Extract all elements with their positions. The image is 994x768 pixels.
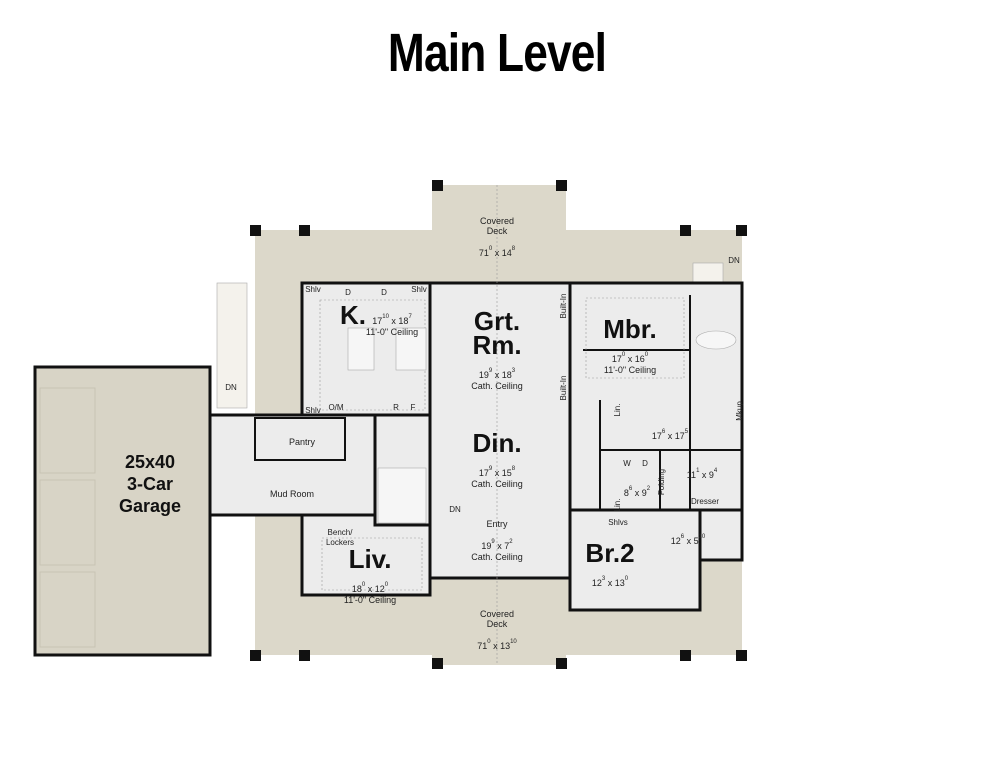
page-title: Main Level xyxy=(387,23,607,83)
garage-label-1: 25x40 xyxy=(125,452,175,472)
ceiling-note: Cath. Ceiling xyxy=(471,552,523,562)
room-dimensions: 180 x 120 xyxy=(352,582,389,594)
ceiling-note: Cath. Ceiling xyxy=(471,381,523,391)
makeup-label: Mkup xyxy=(735,401,744,421)
refrigerator-label: R xyxy=(393,403,399,412)
room-dimensions: 126 x 510 xyxy=(671,534,706,546)
room-name: Br.2 xyxy=(585,538,634,568)
room-name: Liv. xyxy=(349,544,392,574)
room-dimensions: 710 x 1310 xyxy=(477,639,517,651)
deck-posts xyxy=(250,180,747,669)
room-name: Deck xyxy=(487,226,508,236)
room-dimensions: 179 x 158 xyxy=(479,466,516,478)
dishwasher-label: D xyxy=(345,288,351,297)
mud-room-label: Mud Room xyxy=(270,489,314,499)
garage-label-2: 3-Car xyxy=(127,474,173,494)
shelf-label: Shlv xyxy=(411,285,427,294)
bench-label: Bench/ xyxy=(328,528,354,537)
dresser-label: Dresser xyxy=(691,497,719,506)
room-name: Grt. xyxy=(474,306,520,336)
room-name: Din. xyxy=(472,428,521,458)
room-name: Covered xyxy=(480,609,514,619)
stairs-down-label: DN xyxy=(449,505,461,514)
linen-label: Lin. xyxy=(613,404,622,417)
oven-microwave-label: O/M xyxy=(328,403,343,412)
folding-label: Folding xyxy=(657,469,666,495)
built-in-label: Built-In xyxy=(559,294,568,319)
built-in-label: Built-In xyxy=(559,376,568,401)
ceiling-note: 11'-0" Ceiling xyxy=(604,365,656,375)
room-name: Rm. xyxy=(472,330,521,360)
room-dimensions: 111 x 94 xyxy=(687,468,718,480)
room-name: Deck xyxy=(487,619,508,629)
room-name: Entry xyxy=(486,519,508,529)
garage-label-3: Garage xyxy=(119,496,181,516)
shelf-label: Shlv xyxy=(305,285,321,294)
room-dimensions: 199 x 72 xyxy=(481,539,513,551)
room-dimensions: 170 x 160 xyxy=(612,352,649,364)
stairs-down-label: DN xyxy=(728,256,740,265)
room-dimensions: 199 x 183 xyxy=(479,368,516,380)
room-name: K. xyxy=(340,300,366,330)
room-name: Mbr. xyxy=(603,314,656,344)
washer-label: W xyxy=(623,459,631,468)
room-dimensions: 1710 x 187 xyxy=(372,314,412,326)
ceiling-note: Cath. Ceiling xyxy=(471,479,523,489)
dryer-label: D xyxy=(642,459,648,468)
pantry-label: Pantry xyxy=(289,437,316,447)
shelf-label: Shlv xyxy=(305,406,321,415)
room-dimensions: 176 x 175 xyxy=(652,429,689,441)
room-name: Covered xyxy=(480,216,514,226)
lockers-label: Lockers xyxy=(326,538,354,547)
dishwasher-label: D xyxy=(381,288,387,297)
freezer-label: F xyxy=(411,403,416,412)
ceiling-note: 11'-0" Ceiling xyxy=(366,327,418,337)
room-dimensions: 710 x 148 xyxy=(479,246,516,258)
ceiling-note: 11'-0" Ceiling xyxy=(344,595,396,605)
shelves-label: Shlvs xyxy=(608,518,628,527)
room-dimensions: 123 x 130 xyxy=(592,576,629,588)
room-dimensions: 86 x 92 xyxy=(624,486,651,498)
garage xyxy=(33,365,212,657)
stairs-down-label: DN xyxy=(225,383,237,392)
linen-label: Lin. xyxy=(613,499,622,512)
